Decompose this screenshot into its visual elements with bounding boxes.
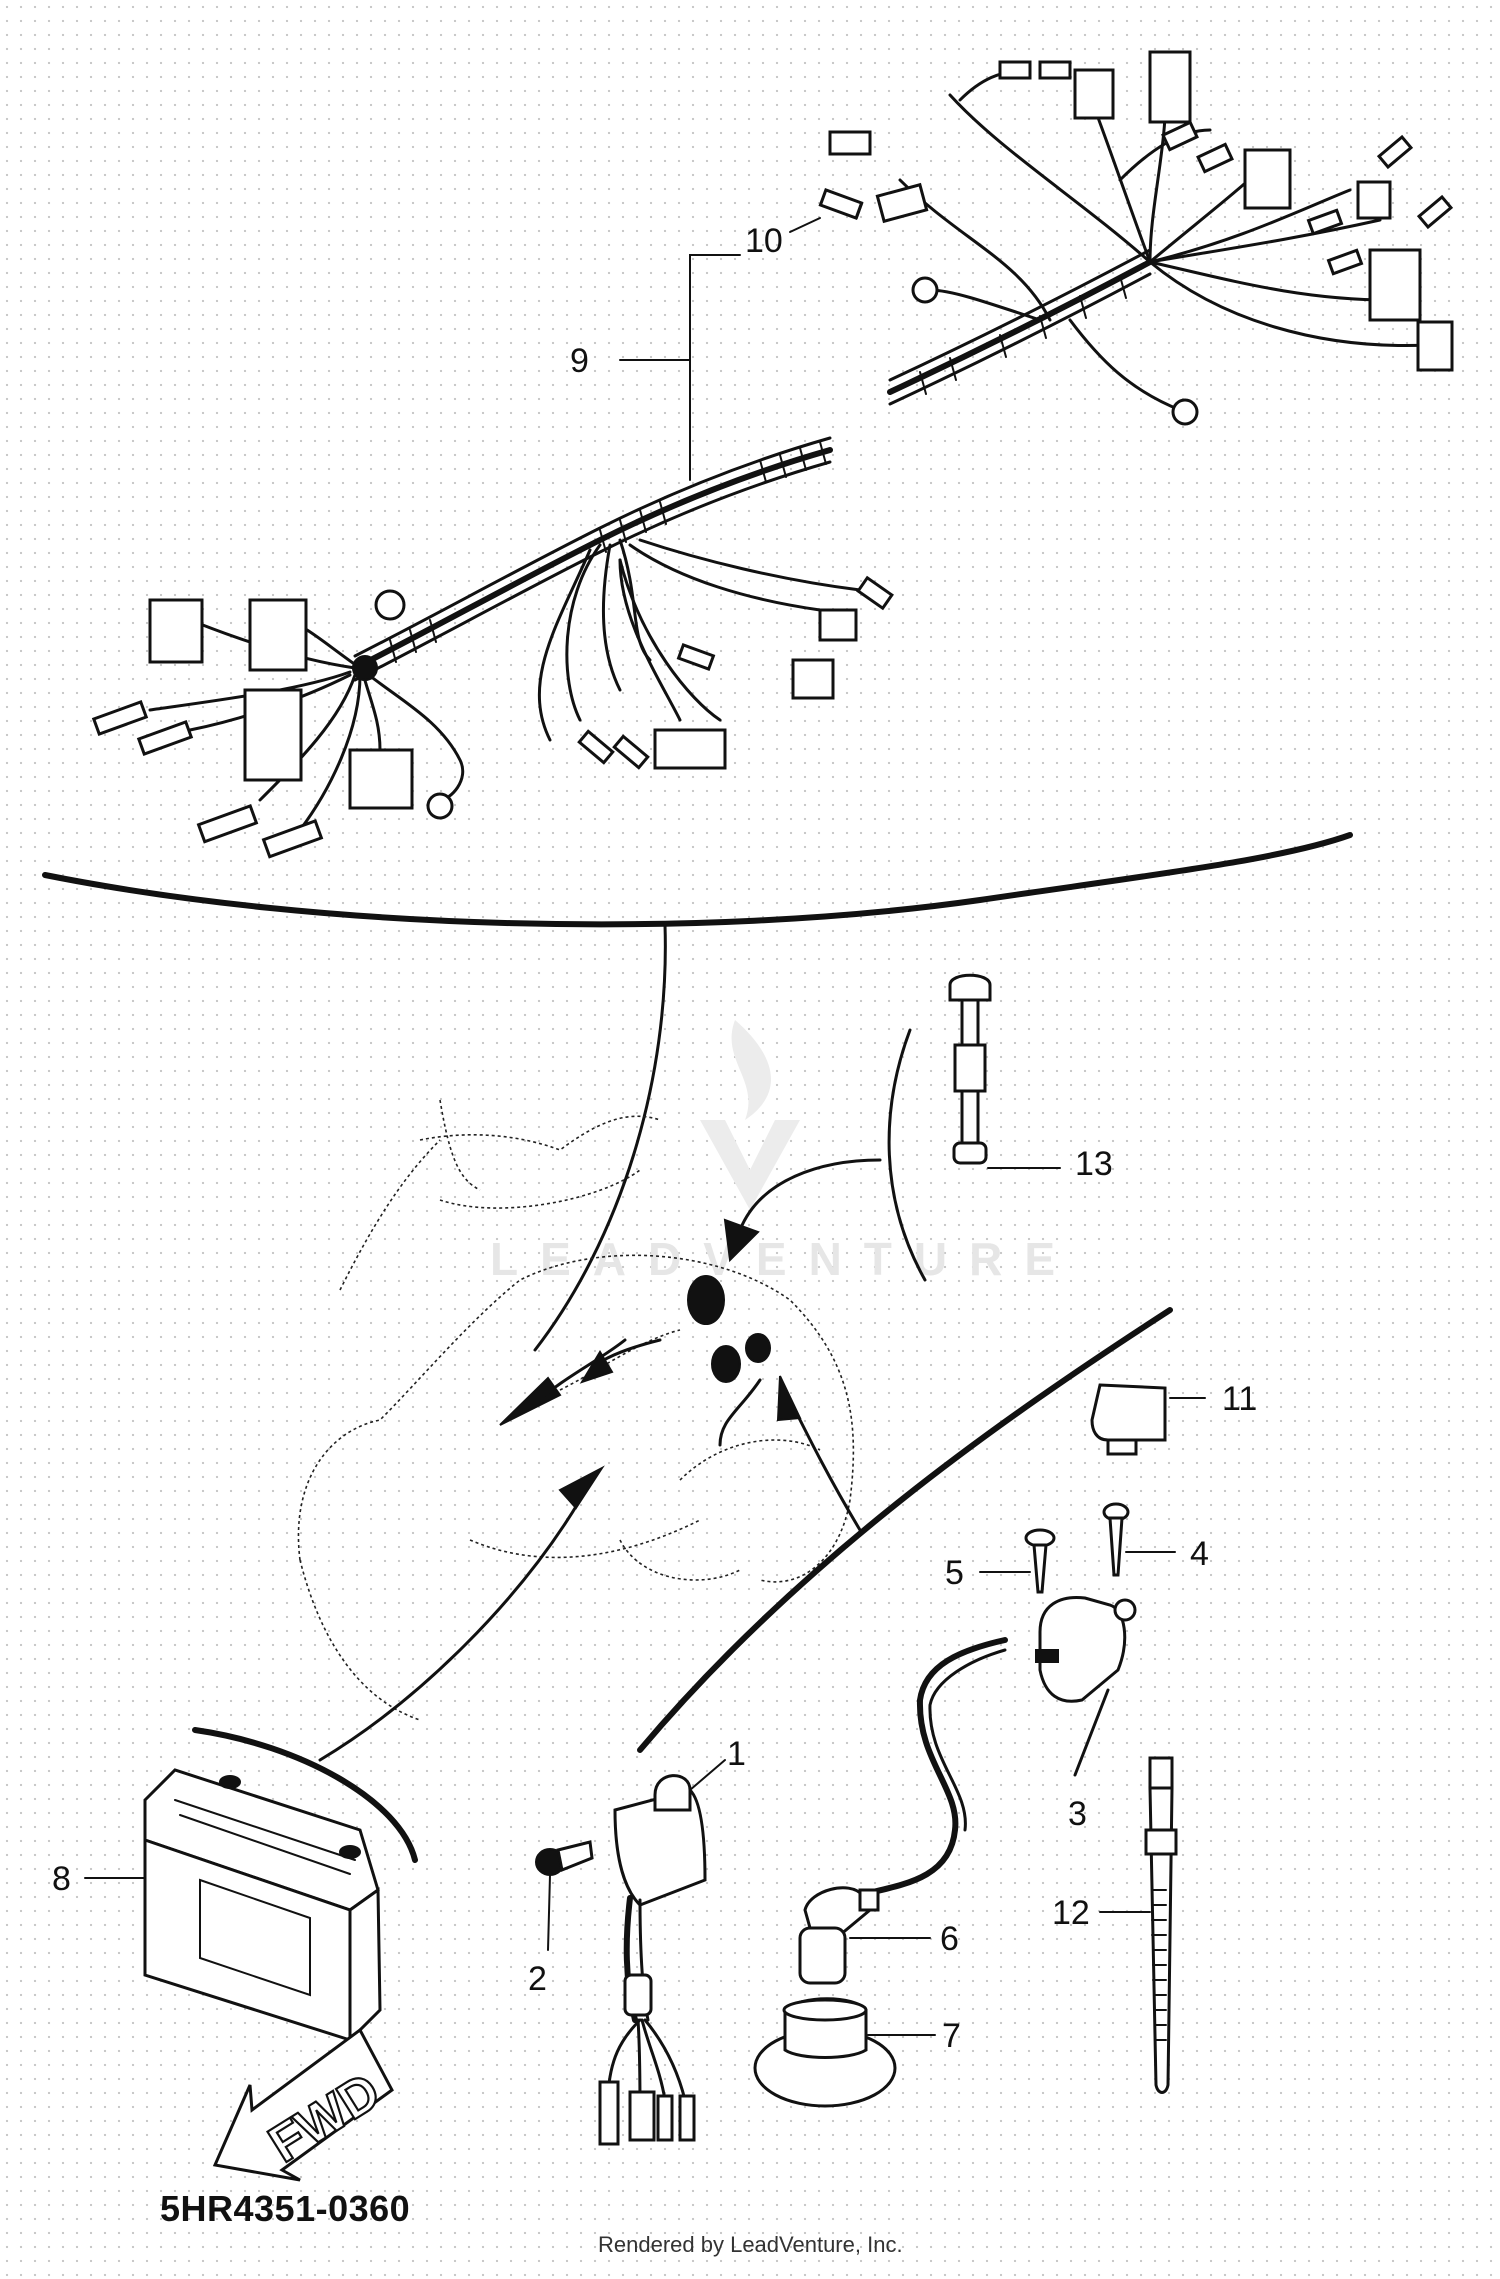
connector [1073, 68, 1115, 120]
connector [1368, 248, 1422, 322]
rendered-by-credit: Rendered by LeadVenture, Inc. [598, 2232, 903, 2257]
part-3-ignition-coil: 3 [857, 1595, 1137, 1898]
part-8-battery: 8 [52, 1768, 382, 2044]
inset-arc-right [637, 1307, 1173, 1753]
connector [1376, 134, 1414, 170]
connector [1161, 120, 1199, 152]
part-2-bolt: 2 [528, 1840, 594, 1998]
connector [1196, 142, 1234, 174]
part-5-screw: 5 [945, 1528, 1056, 1594]
wire-harness-part-9 [91, 50, 1454, 859]
connector [998, 60, 1032, 80]
connector [577, 729, 615, 765]
callout-9: 9 [570, 342, 589, 380]
connector [136, 720, 194, 756]
connector [612, 734, 650, 770]
callout-1: 1 [727, 1735, 746, 1773]
callout-6: 6 [940, 1920, 959, 1958]
connector [261, 819, 324, 859]
connector [1326, 248, 1364, 276]
section-divider [42, 832, 1353, 928]
callout-2: 2 [528, 1960, 547, 1998]
fwd-direction-arrow: FWD [212, 2027, 394, 2182]
connector [676, 643, 716, 671]
callout-3: 3 [1068, 1795, 1087, 1833]
connector [196, 804, 259, 844]
inset-arc-13 [887, 1028, 927, 1282]
part-4-screw: 4 [1102, 1502, 1209, 1577]
connector [348, 748, 414, 810]
callout-8: 8 [52, 1860, 71, 1898]
callout-10: 10 [745, 222, 783, 260]
connector [1306, 208, 1344, 236]
callout-11: 11 [1222, 1380, 1257, 1418]
part-12-cable-band: 12 [1052, 1756, 1178, 2094]
part-6-plug-cap: 6 [798, 1886, 959, 1985]
part-11-relay: 11 [1090, 1380, 1257, 1456]
pointer-arrows [318, 1158, 882, 1762]
callout-4: 4 [1190, 1535, 1209, 1573]
connector [91, 700, 149, 736]
connector [1416, 320, 1454, 372]
connector [248, 598, 308, 672]
callout-5: 5 [945, 1554, 964, 1592]
ring-terminal [1171, 398, 1199, 426]
ring-terminal [426, 792, 454, 820]
connector [791, 658, 835, 700]
connector [875, 182, 929, 224]
motorcycle-outline [297, 1099, 855, 1721]
watermark: LEADVENTURE [490, 1020, 1077, 1285]
part-1-cdi-unit: 1 [598, 1735, 746, 2146]
center-components [687, 1275, 771, 1447]
connector [653, 728, 727, 770]
ring-terminal [911, 276, 939, 304]
diagram-part-code: 5HR4351-0360 [160, 2188, 411, 2229]
connector [828, 130, 872, 156]
callout-13: 13 [1075, 1145, 1113, 1183]
connector [1416, 194, 1454, 230]
ring-terminal [374, 589, 406, 621]
callout-12: 12 [1052, 1894, 1090, 1932]
connector [1356, 180, 1392, 220]
inset-arc-top [533, 923, 667, 1352]
connector [1038, 60, 1072, 80]
connector [148, 598, 204, 664]
connector [243, 688, 303, 782]
inset-arc-battery [192, 1727, 418, 1863]
callout-7: 7 [942, 2017, 961, 2055]
connector [1243, 148, 1292, 210]
connector [818, 608, 858, 642]
part-7-plug-seal: 7 [753, 1997, 961, 2108]
watermark-text: LEADVENTURE [490, 1233, 1077, 1285]
callout-group-9-10: 10 9 [570, 188, 864, 481]
part-13-fuel-sender: 13 [948, 973, 1113, 1183]
connector [856, 575, 894, 611]
connector [1148, 50, 1192, 124]
